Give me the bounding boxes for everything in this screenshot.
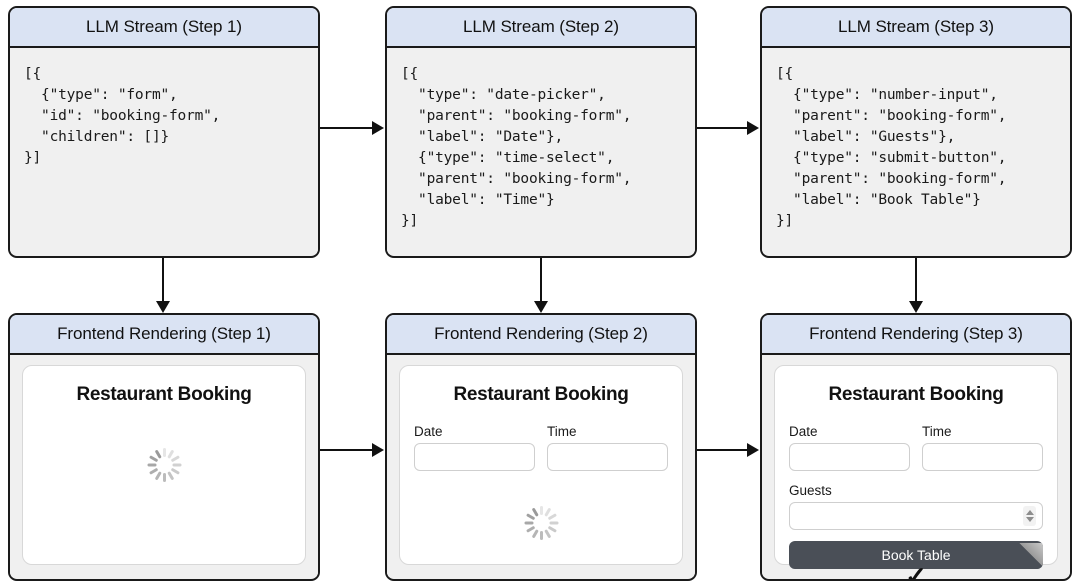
arrow-head-stream1-to-stream2 — [372, 121, 384, 135]
connector-stream1-to-stream2 — [320, 127, 372, 129]
field-label-time-step-3: Time — [922, 424, 952, 439]
frontend-rendering-body-step-2: Restaurant Booking Date Time — [387, 355, 695, 577]
frontend-rendering-node-step-1: Frontend Rendering (Step 1) Restaurant B… — [8, 313, 320, 581]
book-table-button[interactable]: Book Table — [789, 541, 1043, 569]
arrow-head-stream3-to-render3 — [909, 301, 923, 313]
connector-stream2-to-render2 — [540, 258, 542, 303]
page-curl-icon — [1017, 543, 1043, 569]
llm-stream-title-step-3: LLM Stream (Step 3) — [838, 17, 994, 36]
arrow-head-render1-to-render2 — [372, 443, 384, 457]
connector-stream2-to-stream3 — [697, 127, 747, 129]
frontend-rendering-header-step-3: Frontend Rendering (Step 3) — [762, 315, 1070, 355]
frontend-rendering-header-step-2: Frontend Rendering (Step 2) — [387, 315, 695, 355]
frontend-rendering-body-step-1: Restaurant Booking — [10, 355, 318, 577]
booking-card-step-3: Restaurant Booking Date Time Guests — [774, 365, 1058, 579]
time-input-step-2[interactable] — [547, 443, 668, 471]
llm-stream-title-step-1: LLM Stream (Step 1) — [86, 17, 242, 36]
connector-render2-to-render3 — [697, 449, 747, 451]
arrow-head-stream2-to-stream3 — [747, 121, 759, 135]
field-label-date-step-3: Date — [789, 424, 818, 439]
field-date-step-2: Date — [414, 424, 535, 471]
arrow-head-stream2-to-render2 — [534, 301, 548, 313]
field-row-date-time-step-3: Date Time — [789, 424, 1043, 471]
field-guests-step-3: Guests — [789, 483, 1043, 530]
date-input-step-2[interactable] — [414, 443, 535, 471]
llm-stream-header-step-1: LLM Stream (Step 1) — [10, 8, 318, 48]
frontend-rendering-node-step-2: Frontend Rendering (Step 2) Restaurant B… — [385, 313, 697, 581]
connector-render1-to-render2 — [320, 449, 372, 451]
frontend-rendering-node-step-3: Frontend Rendering (Step 3) Restaurant B… — [760, 313, 1072, 581]
loading-spinner-icon — [524, 506, 558, 540]
frontend-rendering-header-step-1: Frontend Rendering (Step 1) — [10, 315, 318, 355]
number-stepper-icon[interactable] — [1023, 506, 1036, 526]
frontend-rendering-title-step-3: Frontend Rendering (Step 3) — [809, 324, 1023, 343]
llm-stream-code-step-2: [{ "type": "date-picker", "parent": "boo… — [401, 66, 632, 229]
llm-stream-header-step-2: LLM Stream (Step 2) — [387, 8, 695, 48]
llm-stream-node-step-3: LLM Stream (Step 3) [{ {"type": "number-… — [760, 6, 1072, 258]
success-checkmark-icon: ✓ — [905, 561, 927, 581]
llm-stream-body-step-2: [{ "type": "date-picker", "parent": "boo… — [387, 48, 695, 254]
llm-stream-code-step-3: [{ {"type": "number-input", "parent": "b… — [776, 66, 1007, 229]
connector-stream3-to-render3 — [915, 258, 917, 303]
field-label-date-step-2: Date — [414, 424, 443, 439]
field-row-date-time-step-2: Date Time — [414, 424, 668, 471]
llm-stream-title-step-2: LLM Stream (Step 2) — [463, 17, 619, 36]
field-label-guests-step-3: Guests — [789, 483, 832, 498]
arrow-head-render2-to-render3 — [747, 443, 759, 457]
loading-spinner-icon — [147, 448, 181, 482]
llm-stream-node-step-2: LLM Stream (Step 2) [{ "type": "date-pic… — [385, 6, 697, 258]
booking-card-title-step-2: Restaurant Booking — [453, 384, 629, 405]
guests-number-input-step-3[interactable] — [789, 502, 1043, 530]
book-table-button-label: Book Table — [881, 547, 951, 563]
arrow-head-stream1-to-render1 — [156, 301, 170, 313]
field-time-step-2: Time — [547, 424, 668, 471]
field-date-step-3: Date — [789, 424, 910, 471]
field-label-time-step-2: Time — [547, 424, 577, 439]
frontend-rendering-title-step-2: Frontend Rendering (Step 2) — [434, 324, 648, 343]
llm-stream-body-step-1: [{ {"type": "form", "id": "booking-form"… — [10, 48, 318, 254]
time-input-step-3[interactable] — [922, 443, 1043, 471]
frontend-rendering-title-step-1: Frontend Rendering (Step 1) — [57, 324, 271, 343]
stepper-up-arrow-icon[interactable] — [1025, 510, 1034, 515]
frontend-rendering-body-step-3: Restaurant Booking Date Time Guests — [762, 355, 1070, 579]
field-time-step-3: Time — [922, 424, 1043, 471]
connector-stream1-to-render1 — [162, 258, 164, 303]
booking-card-title-step-3: Restaurant Booking — [828, 384, 1004, 405]
stepper-down-arrow-icon[interactable] — [1025, 517, 1034, 522]
llm-stream-code-step-1: [{ {"type": "form", "id": "booking-form"… — [24, 66, 221, 166]
booking-card-step-1: Restaurant Booking — [22, 365, 306, 565]
date-input-step-3[interactable] — [789, 443, 910, 471]
booking-card-title-step-1: Restaurant Booking — [76, 384, 252, 405]
llm-stream-header-step-3: LLM Stream (Step 3) — [762, 8, 1070, 48]
booking-card-step-2: Restaurant Booking Date Time — [399, 365, 683, 565]
llm-stream-node-step-1: LLM Stream (Step 1) [{ {"type": "form", … — [8, 6, 320, 258]
llm-stream-body-step-3: [{ {"type": "number-input", "parent": "b… — [762, 48, 1070, 254]
